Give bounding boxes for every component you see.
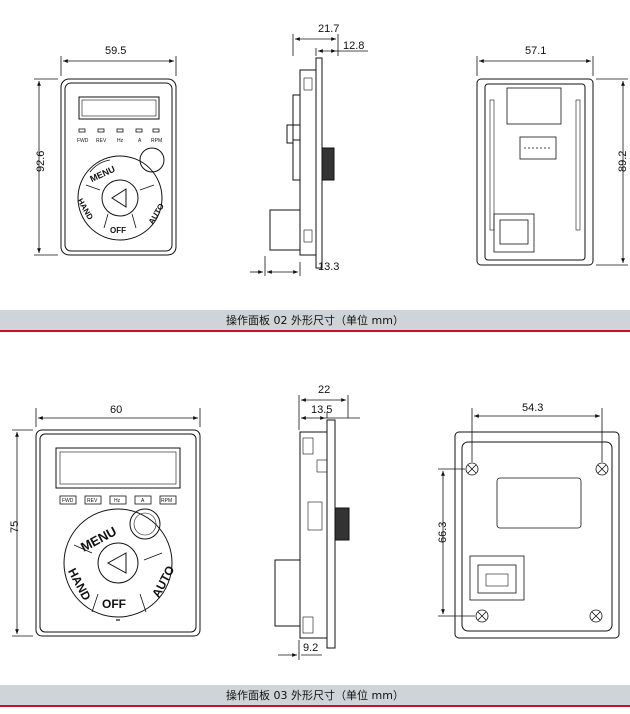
panel03-button-labels: MENU HAND OFF AUTO [65,523,177,611]
panel02-side-bottom: 13.3 [318,261,339,273]
panel02-side-view [269,57,335,269]
panel02-rj45-port [493,213,535,253]
panel03-back-height: 66.3 [437,522,449,543]
panel02-keypad-ring [77,155,163,241]
panel03-screw-icons [465,462,609,623]
panel02-back-height: 89.2 [617,151,629,172]
panel03-back-view [454,431,620,639]
hand-label: HAND [65,566,94,603]
panel03-stop-knob [129,508,161,540]
panel02-led-labels: FWD REV Hz A RPM [77,138,162,144]
panel03-rj45-port [469,555,525,601]
panel03-led-row [59,495,177,505]
panel03-side-bottom: 9.2 [303,642,318,654]
panel02-back-dims [476,56,628,266]
panel02-led-row [78,128,160,133]
auto-label: AUTO [147,202,166,226]
panel03-caption-bar: 操作面板 03 外形尺寸（单位 mm） [0,685,630,707]
panel03-front-width: 60 [110,404,122,416]
panel02-front-height: 92.6 [35,151,47,172]
led-label: FWD [77,138,89,144]
panel03-display [55,447,181,489]
panel02-front-view [60,78,177,256]
panel02-side-depth: 21.7 [318,23,339,35]
panel03-caption: 操作面板 03 外形尺寸（单位 mm） [226,689,404,702]
panel03-front-dims [12,408,201,637]
panel03-front-height: 75 [9,521,21,533]
panel02-back-width: 57.1 [525,45,546,57]
panel03-side-bottom-inner: 13.5 [311,404,332,416]
panel03-led-labels: FWD REV Hz A RPM [62,498,172,504]
led-label: A [141,498,145,504]
panel02-front-width: 59.5 [105,45,126,57]
menu-label: MENU [88,164,116,184]
auto-label: AUTO [149,563,177,599]
led-label: A [138,138,142,144]
led-label: REV [87,498,98,504]
panel02-front-dims [34,56,177,256]
panel02-button-labels: MENU HAND OFF AUTO [76,164,166,235]
led-label: Hz [117,138,124,144]
led-label: RPM [161,498,172,504]
panel02-back-header [519,136,557,160]
panel02-back-view [476,78,594,266]
off-label: OFF [102,597,126,611]
led-label: FWD [62,498,74,504]
led-label: Hz [114,498,121,504]
panel02-side-inner: 12.8 [343,40,364,52]
panel03-back-dims [438,408,603,617]
led-label: REV [96,138,107,144]
panel02-caption-bar: 操作面板 02 外形尺寸（单位 mm） [0,310,630,332]
panel02-display [78,96,160,120]
menu-label: MENU [78,523,119,554]
led-label: RPM [151,138,162,144]
panel03-run-icon [106,552,127,574]
panel02-run-icon [111,188,127,208]
panel03-back-width: 54.3 [522,402,543,414]
panel02-caption: 操作面板 02 外形尺寸（单位 mm） [226,314,404,327]
panel03-side-dims [278,395,360,660]
panel03-side-depth: 22 [318,384,330,396]
off-label: OFF [110,226,126,235]
hand-label: HAND [76,197,95,222]
panel03-keypad-ring [63,508,173,618]
panel03-run-button [97,542,139,584]
panel02-side-dims [250,34,368,276]
panel02-stop-knob [139,147,165,173]
panel03-side-view [274,419,350,649]
panel03-front-view [35,429,201,637]
panel02-run-button [101,179,139,217]
